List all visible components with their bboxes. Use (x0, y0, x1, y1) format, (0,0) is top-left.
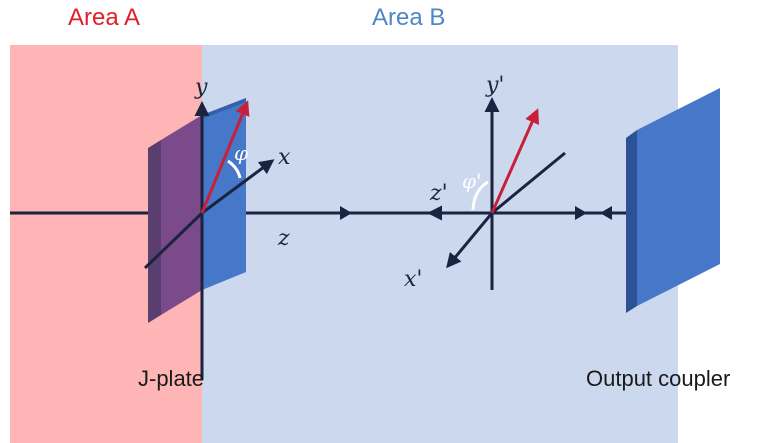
right-angle-arc (471, 180, 489, 211)
right-coordinate-system (427, 97, 566, 290)
left-x-axis (201, 159, 275, 215)
left-x-axis-back (143, 211, 204, 270)
right-z-label: z' (429, 181, 448, 206)
output-coupler-caption: Output coupler (586, 366, 731, 391)
right-x-axis (446, 212, 494, 269)
area-b-region (202, 45, 678, 443)
jplate-caption: J-plate (138, 366, 205, 391)
right-angle-label: φ' (462, 169, 482, 193)
jplate-edge (148, 140, 161, 323)
beam-arrow-1 (340, 206, 352, 220)
beam-arrow-3 (600, 206, 612, 220)
output-coupler (626, 88, 720, 313)
right-x-label: x' (404, 267, 422, 292)
right-polarization-arrow (490, 108, 540, 214)
left-angle-arc (227, 159, 242, 179)
jplate-face-area-a (161, 115, 202, 315)
output-coupler-face (637, 88, 720, 306)
jplate-face-area-b (202, 98, 246, 290)
area-a-title: Area A (68, 4, 141, 31)
left-y-label: y (194, 75, 208, 100)
left-angle-label: φ (234, 141, 248, 165)
right-x-axis-back (491, 151, 566, 215)
jplate-top-edge (202, 98, 246, 119)
left-coordinate-system (143, 100, 275, 380)
output-coupler-edge (626, 130, 637, 313)
area-b-title: Area B (372, 4, 446, 31)
beam-arrow-2 (575, 206, 587, 220)
jplate (148, 98, 246, 323)
left-polarization-arrow (200, 100, 250, 214)
right-y-label: y' (485, 73, 504, 98)
left-z-label: z (277, 226, 290, 251)
left-x-label: x (278, 145, 291, 170)
